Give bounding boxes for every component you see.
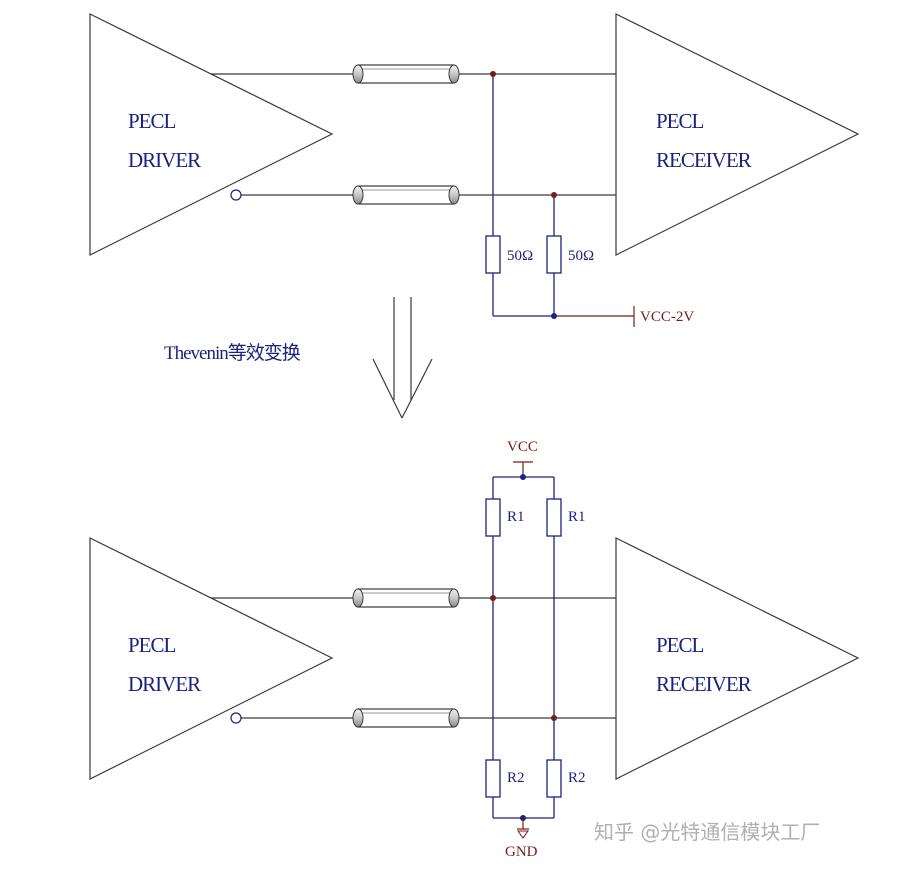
top-junction-pos <box>490 71 496 77</box>
gnd-label: GND <box>505 844 538 860</box>
top-supply-label: VCC-2V <box>640 309 694 325</box>
vcc-junction <box>520 474 526 480</box>
transform-caption: Thevenin等效变换 <box>164 342 301 364</box>
bottom-driver-label-2: DRIVER <box>128 672 201 696</box>
r1-right-label: R1 <box>568 509 586 525</box>
bottom-inverting-bubble <box>230 712 242 724</box>
top-circuit: PECL DRIVER PECL RECEIVER <box>89 13 860 327</box>
top-resistor-left <box>485 235 501 274</box>
top-driver-triangle <box>89 13 334 256</box>
bottom-receiver-label-2: RECEIVER <box>656 672 752 696</box>
r1-left-label: R1 <box>507 509 525 525</box>
top-resistor-right-label: 50Ω <box>568 248 594 264</box>
r1-right <box>546 498 562 537</box>
bottom-pos-cable <box>352 588 460 608</box>
top-pos-cable <box>352 64 460 84</box>
top-resistor-right <box>546 235 562 274</box>
top-receiver-label-1: PECL <box>656 109 704 133</box>
r1-left <box>485 498 501 537</box>
top-driver-label-1: PECL <box>128 109 176 133</box>
top-receiver-triangle <box>615 13 860 256</box>
bottom-driver-triangle <box>89 537 334 780</box>
r2-right-label: R2 <box>568 770 586 786</box>
top-receiver-label-2: RECEIVER <box>656 148 752 172</box>
bottom-junction-neg <box>551 715 557 721</box>
top-driver-label-2: DRIVER <box>128 148 201 172</box>
transform-arrow <box>372 297 433 419</box>
top-junction-neg <box>551 192 557 198</box>
bottom-driver-label-1: PECL <box>128 633 176 657</box>
bottom-circuit: PECL DRIVER PECL RECEIVER VCC <box>89 439 860 860</box>
r2-right <box>546 759 562 798</box>
r2-left <box>485 759 501 798</box>
watermark: 知乎 @光特通信模块工厂 <box>594 820 820 844</box>
vcc-label: VCC <box>507 439 538 455</box>
bottom-receiver-triangle <box>615 537 860 780</box>
bottom-neg-cable <box>352 708 460 728</box>
gnd-symbol-triangle <box>517 830 529 839</box>
r2-left-label: R2 <box>507 770 525 786</box>
top-junction-supply <box>551 313 557 319</box>
top-neg-cable <box>352 185 460 205</box>
bottom-receiver-label-1: PECL <box>656 633 704 657</box>
top-inverting-bubble <box>230 189 242 201</box>
bottom-junction-pos <box>490 595 496 601</box>
top-resistor-left-label: 50Ω <box>507 248 533 264</box>
